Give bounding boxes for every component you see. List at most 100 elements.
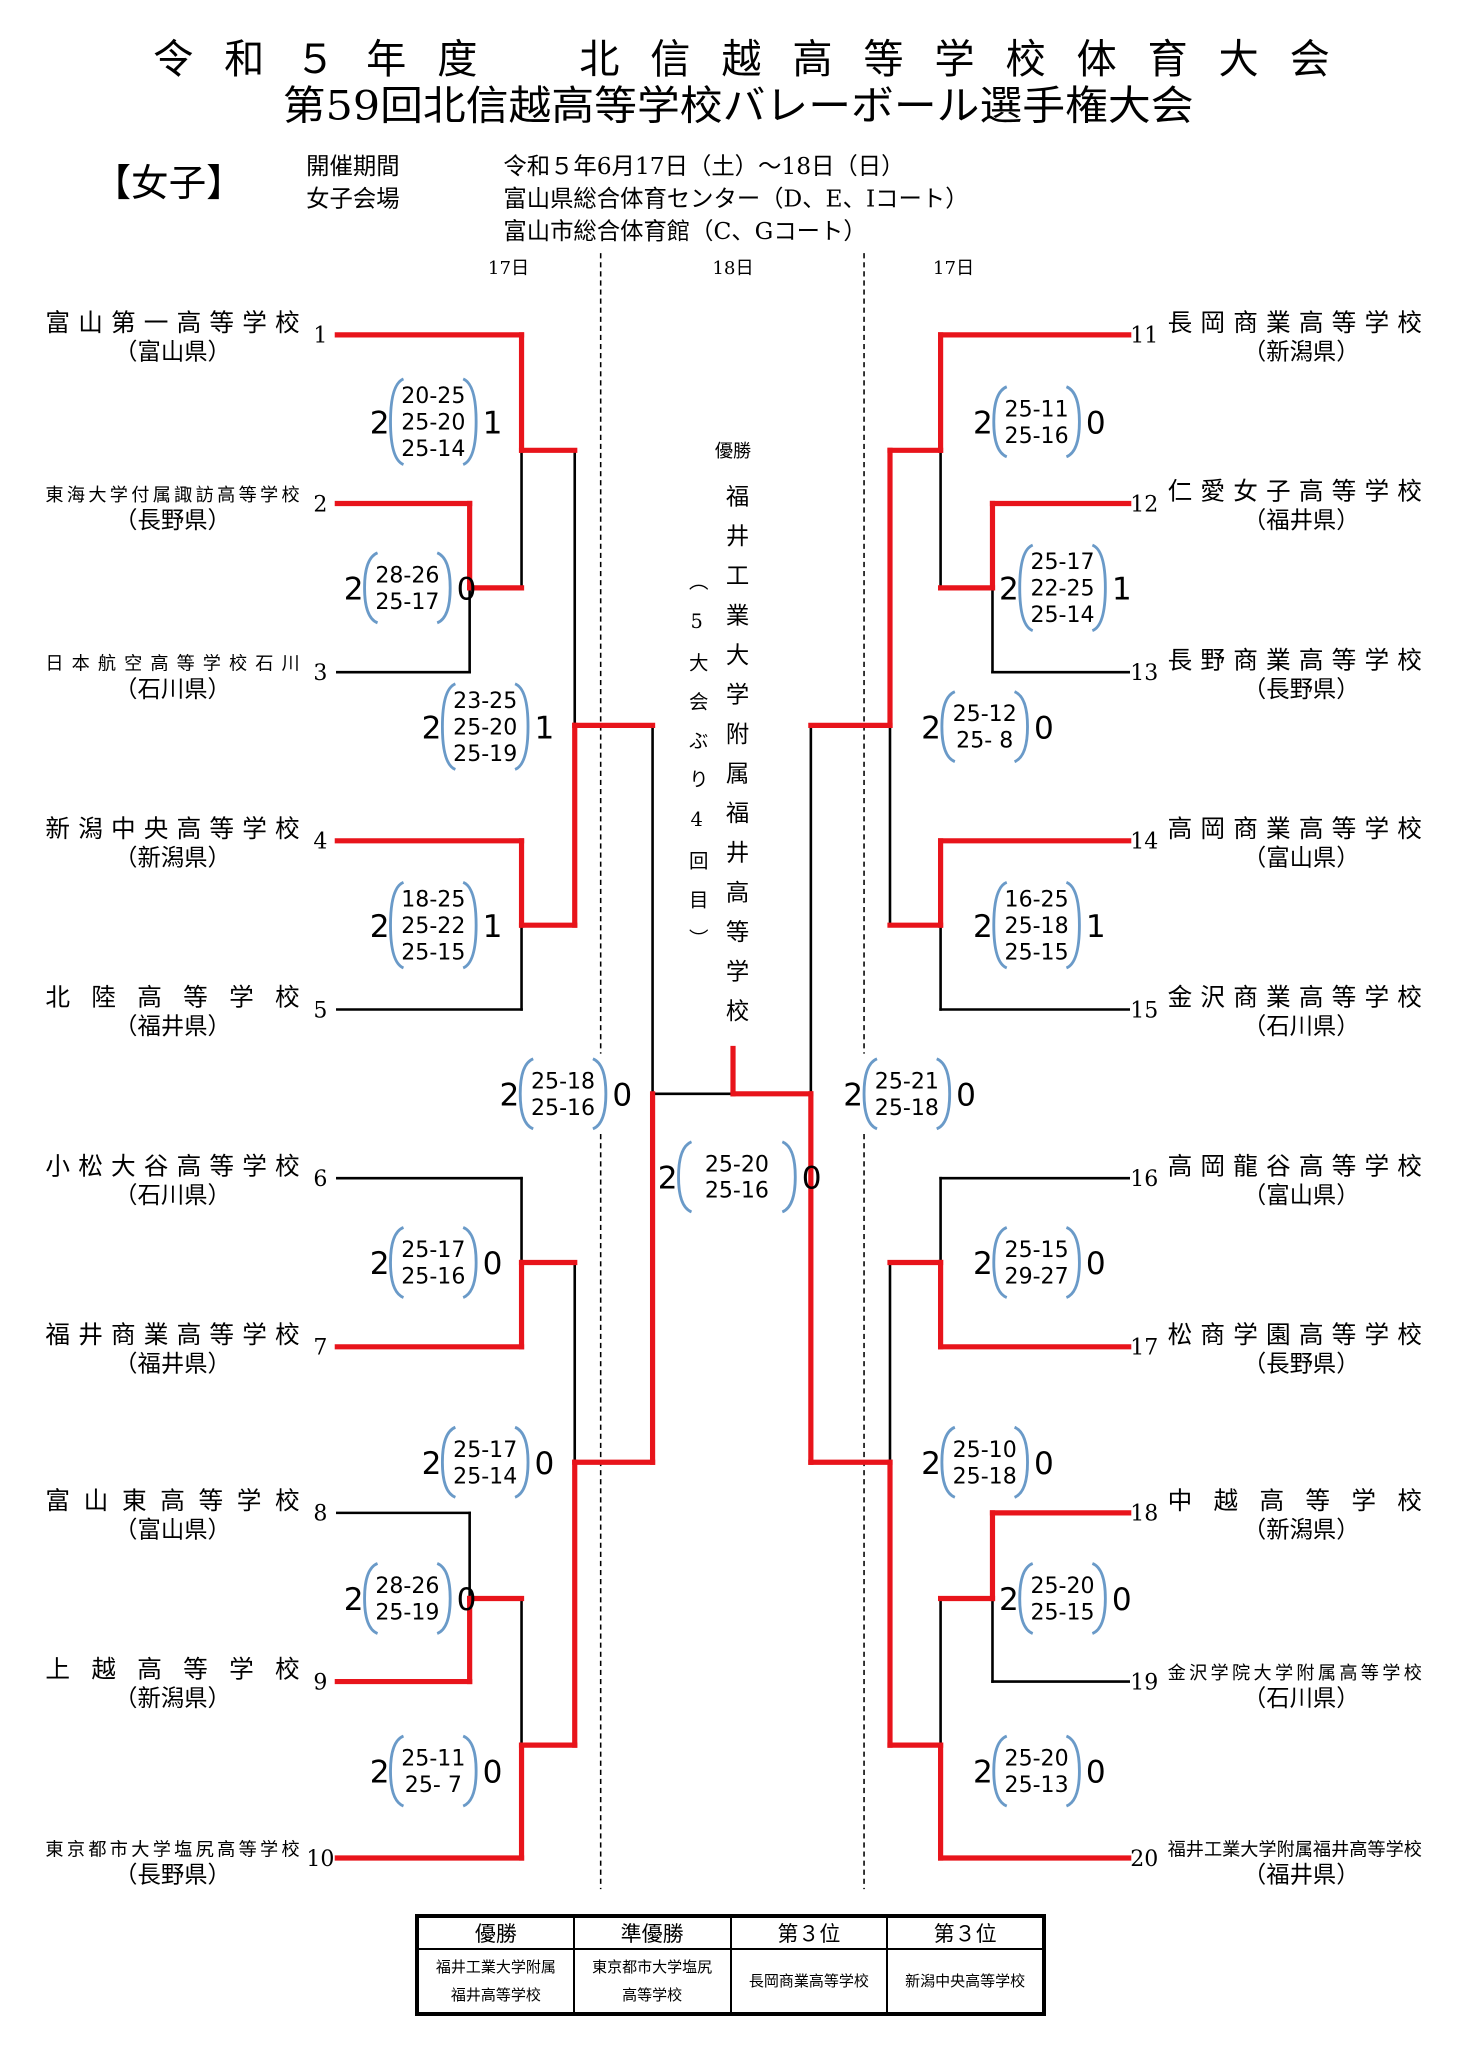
team-entry: 上越高等学校（新潟県）9 — [45, 1655, 327, 1713]
left-bracket-icon — [992, 881, 1008, 970]
team-name: 東海大学付属諏訪高等学校 — [45, 485, 299, 506]
team-prefecture: （富山県） — [1243, 1181, 1360, 1209]
team-prefecture: （石川県） — [1243, 1684, 1360, 1712]
set-score: 25- 7 — [405, 1773, 462, 1798]
team-prefecture: （石川県） — [1243, 1012, 1360, 1040]
team-seed-number: 14 — [1130, 830, 1158, 855]
left-bracket-icon — [992, 1226, 1008, 1299]
set-score: 25-12 — [953, 702, 1017, 727]
sets-won: 2 — [921, 1446, 941, 1482]
team-name: 金沢商業高等学校 — [1168, 983, 1422, 1012]
team-entry: 北陸高等学校（福井県）5 — [45, 983, 327, 1041]
team-name: 松商学園高等学校 — [1168, 1320, 1422, 1349]
results-cell-line: 東京都市大学塩尻 — [592, 1958, 713, 1976]
team-name: 富山第一高等学校 — [45, 308, 299, 337]
set-score: 25-19 — [453, 742, 517, 767]
team-seed-number: 11 — [1130, 324, 1158, 349]
right-bracket-icon — [462, 881, 478, 970]
left-bracket-icon — [862, 1057, 878, 1131]
results-cell-line: 長岡商業高等学校 — [748, 1972, 869, 1990]
set-score: 18-25 — [401, 887, 465, 912]
team-seed-number: 9 — [313, 1670, 327, 1695]
right-bracket-icon — [936, 1057, 952, 1131]
division-label: 【女子】 — [93, 161, 243, 205]
sets-lost: 0 — [1086, 1755, 1106, 1791]
sets-won: 2 — [843, 1078, 863, 1114]
sets-lost: 1 — [483, 405, 503, 441]
team-name: 高岡龍谷高等学校 — [1168, 1151, 1422, 1180]
team-entry: 高岡商業高等学校（富山県）14 — [1130, 814, 1422, 872]
team-entry: 金沢学院大学附属高等学校（石川県）19 — [1130, 1663, 1422, 1712]
title-line-2: 第59回北信越高等学校バレーボール選手権大会 — [283, 84, 1194, 130]
team-entry: 福井工業大学附属福井高等学校（福井県） 20 — [1130, 1839, 1422, 1888]
set-score: 25-14 — [1031, 603, 1095, 628]
sets-won: 2 — [999, 1582, 1019, 1618]
team-entry: 高岡龍谷高等学校（富山県） 16 — [1130, 1151, 1422, 1209]
team-name: 長野商業高等学校 — [1168, 645, 1422, 674]
left-bracket-icon — [940, 1425, 956, 1499]
set-score: 25-14 — [401, 437, 465, 462]
set-score: 25-17 — [401, 1238, 465, 1263]
team-name: 新潟中央高等学校 — [45, 814, 299, 843]
team-name: 福井工業大学附属福井高等学校 — [1168, 1839, 1422, 1860]
team-seed-number: 7 — [313, 1336, 327, 1361]
champion-note: （5大会ぶり4回目） — [685, 571, 708, 967]
team-seed-number: 3 — [313, 661, 327, 686]
sets-won: 2 — [999, 572, 1019, 608]
team-prefecture: （新潟県） — [114, 1684, 231, 1712]
right-bracket-icon — [1013, 1425, 1029, 1499]
team-seed-number: 12 — [1130, 492, 1158, 517]
sets-won: 2 — [973, 1755, 993, 1791]
team-entry: 東海大学付属諏訪高等学校（長野県）2 — [45, 485, 327, 534]
team-seed-number: 10 — [306, 1847, 334, 1872]
champion-label: 優勝 — [715, 441, 751, 462]
team-entry: 新潟中央高等学校（新潟県）4 — [45, 814, 327, 872]
sets-won: 2 — [921, 710, 941, 746]
team-seed-number: 5 — [313, 998, 327, 1023]
left-bracket-icon — [440, 1425, 457, 1499]
sets-won: 2 — [370, 1246, 390, 1282]
sets-lost: 0 — [1086, 405, 1106, 441]
set-score: 25-15 — [401, 941, 465, 966]
team-prefecture: （石川県） — [114, 675, 231, 703]
team-seed-number: 1 — [313, 324, 327, 349]
set-score: 25-16 — [1005, 424, 1069, 449]
team-prefecture: （富山県） — [114, 338, 231, 366]
set-score: 25-20 — [1005, 1747, 1069, 1772]
right-bracket-icon — [1065, 385, 1081, 459]
set-score: 25-16 — [401, 1265, 465, 1290]
team-name: 長岡商業高等学校 — [1168, 308, 1422, 337]
team-prefecture: （新潟県） — [1243, 338, 1360, 366]
set-score: 25-17 — [1031, 550, 1095, 575]
team-entry: 日本航空高等学校石川（石川県）3 — [45, 654, 327, 703]
left-bracket-icon — [363, 551, 379, 625]
sets-lost: 0 — [535, 1446, 555, 1482]
set-score: 25-15 — [1005, 941, 1069, 966]
bracket-lines — [334, 332, 1132, 1861]
left-bracket-icon — [389, 377, 405, 466]
team-seed-number: 13 — [1130, 661, 1158, 686]
team-seed-number: 16 — [1130, 1167, 1158, 1192]
left-bracket-icon — [1018, 1562, 1034, 1635]
team-name: 中越高等学校 — [1168, 1486, 1422, 1515]
set-score: 25-20 — [453, 715, 517, 740]
right-bracket-icon — [436, 1562, 452, 1635]
results-cell-line: 高等学校 — [622, 1986, 683, 2004]
sets-won: 2 — [370, 405, 390, 441]
set-score: 25- 8 — [956, 729, 1013, 754]
sets-won: 2 — [370, 909, 390, 945]
set-score: 25-18 — [875, 1096, 939, 1121]
sets-lost: 1 — [535, 710, 555, 746]
results-third-2: 新潟中央高等学校 — [886, 1948, 1045, 2015]
set-score: 25-15 — [1031, 1601, 1095, 1626]
results-cell-line: 新潟中央高等学校 — [905, 1972, 1026, 1990]
team-prefecture: （福井県） — [1243, 1861, 1360, 1889]
team-seed-number: 20 — [1130, 1847, 1158, 1872]
set-score: 25-21 — [875, 1069, 939, 1094]
left-bracket-icon — [518, 1057, 534, 1131]
